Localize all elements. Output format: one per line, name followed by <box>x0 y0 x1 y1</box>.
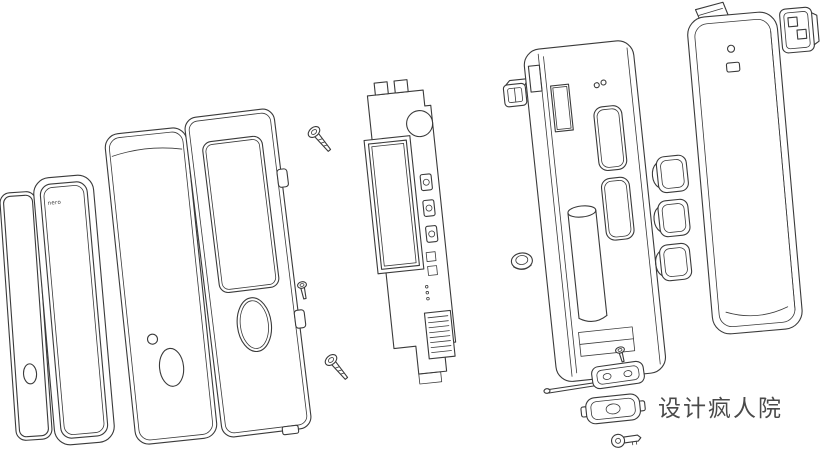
part-lock-key <box>611 433 642 448</box>
part-front-cover <box>104 127 218 445</box>
part-main-housing <box>523 40 667 388</box>
part-grommet <box>510 252 533 270</box>
part-side-buttons <box>651 154 693 282</box>
bezel-oval-cutout <box>236 297 273 353</box>
front-cover-hole <box>146 333 159 345</box>
button-cap-2 <box>653 198 691 238</box>
pcb-top-tab-1 <box>373 81 389 96</box>
back-cover-slot <box>725 61 741 73</box>
part-gasket-frame: nero <box>33 174 115 446</box>
component-2 <box>422 199 436 217</box>
part-back-cover <box>687 1 803 335</box>
part-mount-clip <box>779 6 820 54</box>
button-opening-lower <box>600 176 635 241</box>
watermark-text: 设计疯人院 <box>658 396 783 422</box>
button-cap-1 <box>651 154 689 194</box>
part-latch-lower <box>580 393 646 425</box>
snap-tab-upper <box>276 168 289 188</box>
button-cap-3 <box>655 242 693 282</box>
part-display-bezel <box>184 108 312 438</box>
housing-led-hole-2 <box>600 79 607 86</box>
housing-top-slot <box>527 64 543 93</box>
display-window <box>202 135 280 294</box>
bottom-tab <box>281 424 300 436</box>
screw-top <box>307 126 332 152</box>
screw-bottom <box>324 354 349 380</box>
pcb-bottom-tab <box>418 371 443 385</box>
component-1 <box>419 173 433 192</box>
lens-cutout <box>22 363 38 385</box>
front-cover-oval <box>158 347 185 387</box>
brand-label: nero <box>47 200 61 207</box>
component-3 <box>425 225 439 243</box>
pcb-top-tab-2 <box>393 79 409 94</box>
part-latch-upper <box>591 360 645 390</box>
button-opening-upper <box>593 105 628 172</box>
screw-tiny <box>615 346 625 363</box>
snap-tab-lower <box>293 309 307 329</box>
back-cover-hole <box>726 44 736 53</box>
part-pcb-assembly <box>363 79 457 385</box>
screw-small <box>296 281 308 300</box>
housing-led-hole-1 <box>593 82 600 89</box>
buzzer <box>406 110 434 138</box>
